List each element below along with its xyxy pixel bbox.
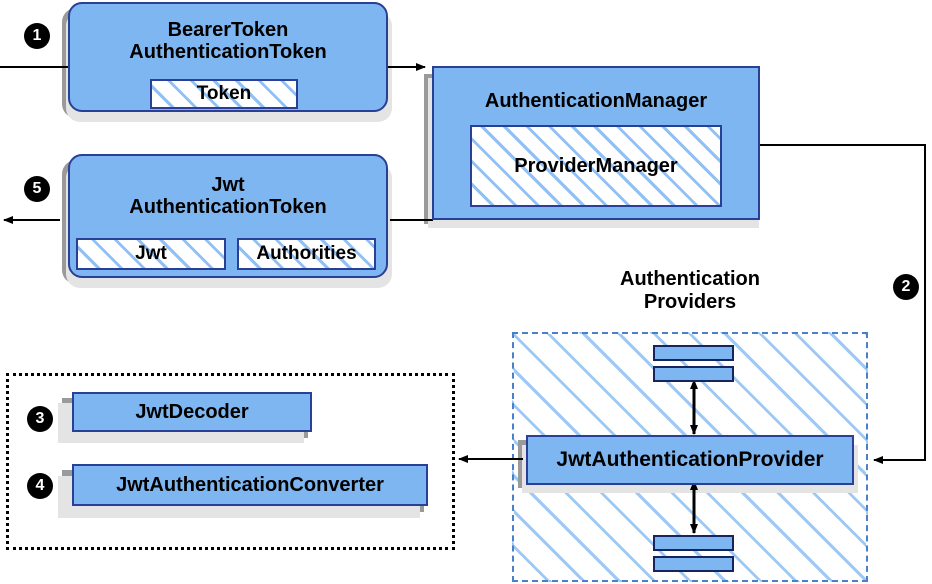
jwt-token-line2: AuthenticationToken (129, 196, 327, 218)
badge-step-2: 2 (893, 274, 919, 300)
node-bearer-token-authentication-token[interactable]: BearerToken AuthenticationToken (68, 2, 388, 112)
jwt-token-line1: Jwt (211, 173, 245, 196)
badge-step-2-number: 2 (901, 278, 911, 295)
badge-step-1-number: 1 (32, 27, 42, 44)
badge-step-3: 3 (27, 406, 53, 432)
node-jwt-authentication-converter[interactable]: JwtAuthenticationConverter (72, 464, 428, 506)
jwt-decoder-label: JwtDecoder (135, 400, 249, 423)
badge-step-5-number: 5 (32, 180, 42, 197)
slot-provider-manager-label: ProviderManager (514, 154, 678, 177)
jwt-support-group (6, 373, 455, 550)
slot-authorities-label: Authorities (256, 243, 357, 264)
provider-stub-top-2 (653, 366, 734, 382)
node-jwt-decoder[interactable]: JwtDecoder (72, 392, 312, 432)
badge-step-1: 1 (24, 23, 50, 49)
provider-stub-bottom-2 (653, 556, 734, 572)
providers-title-line2: Providers (643, 291, 737, 313)
slot-jwt-label: Jwt (135, 243, 167, 264)
badge-step-3-number: 3 (35, 410, 45, 427)
slot-token-label: Token (196, 83, 252, 104)
bearer-token-line2: AuthenticationToken (129, 41, 327, 63)
provider-stub-bottom-1 (653, 535, 734, 551)
slot-provider-manager[interactable]: ProviderManager (470, 125, 722, 207)
badge-step-4: 4 (27, 473, 53, 499)
provider-stub-top-1 (653, 345, 734, 361)
slot-jwt[interactable]: Jwt (76, 238, 226, 270)
badge-step-4-number: 4 (35, 477, 45, 494)
jwt-provider-label: JwtAuthenticationProvider (556, 448, 824, 472)
slot-token[interactable]: Token (150, 79, 298, 109)
jwt-converter-label: JwtAuthenticationConverter (116, 473, 384, 496)
bearer-token-line1: BearerToken (167, 18, 289, 41)
authentication-providers-title: Authentication Providers (570, 268, 810, 314)
slot-authorities[interactable]: Authorities (237, 238, 376, 270)
authentication-manager-title: AuthenticationManager (484, 90, 708, 112)
node-jwt-authentication-provider[interactable]: JwtAuthenticationProvider (526, 435, 854, 485)
providers-title-line1: Authentication (620, 268, 760, 290)
badge-step-5: 5 (24, 176, 50, 202)
